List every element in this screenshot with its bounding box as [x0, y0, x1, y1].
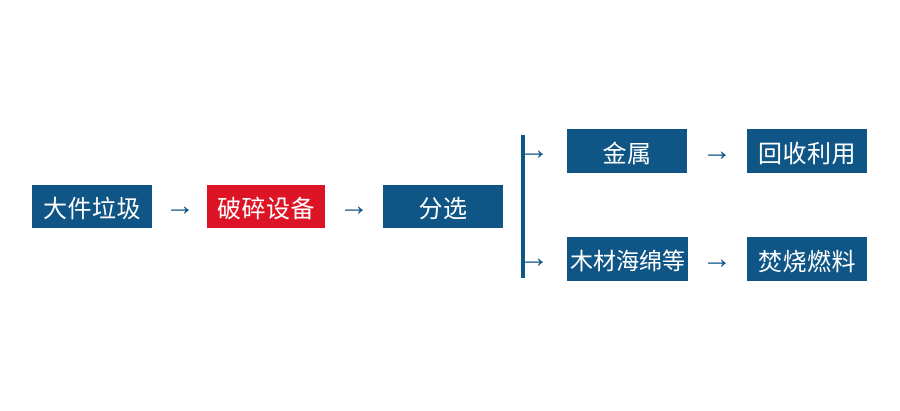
arrow-right-icon: → — [339, 189, 369, 222]
node-crushing-equipment: 破碎设备 — [207, 185, 325, 228]
arrow-right-icon: → — [702, 134, 732, 167]
branch-arrow-top-icon: → — [519, 133, 549, 166]
node-wood-sponge: 木材海绵等 — [567, 237, 688, 281]
node-metal: 金属 — [567, 129, 687, 173]
arrow-right-icon: → — [165, 189, 195, 222]
node-bulky-waste: 大件垃圾 — [32, 185, 152, 228]
branch-vertical-line — [521, 135, 525, 278]
node-incineration-fuel: 焚烧燃料 — [747, 237, 867, 281]
node-sorting: 分选 — [383, 185, 503, 228]
node-recycling: 回收利用 — [747, 129, 867, 173]
branch-arrow-bottom-icon: → — [519, 241, 549, 274]
arrow-right-icon: → — [702, 242, 732, 275]
